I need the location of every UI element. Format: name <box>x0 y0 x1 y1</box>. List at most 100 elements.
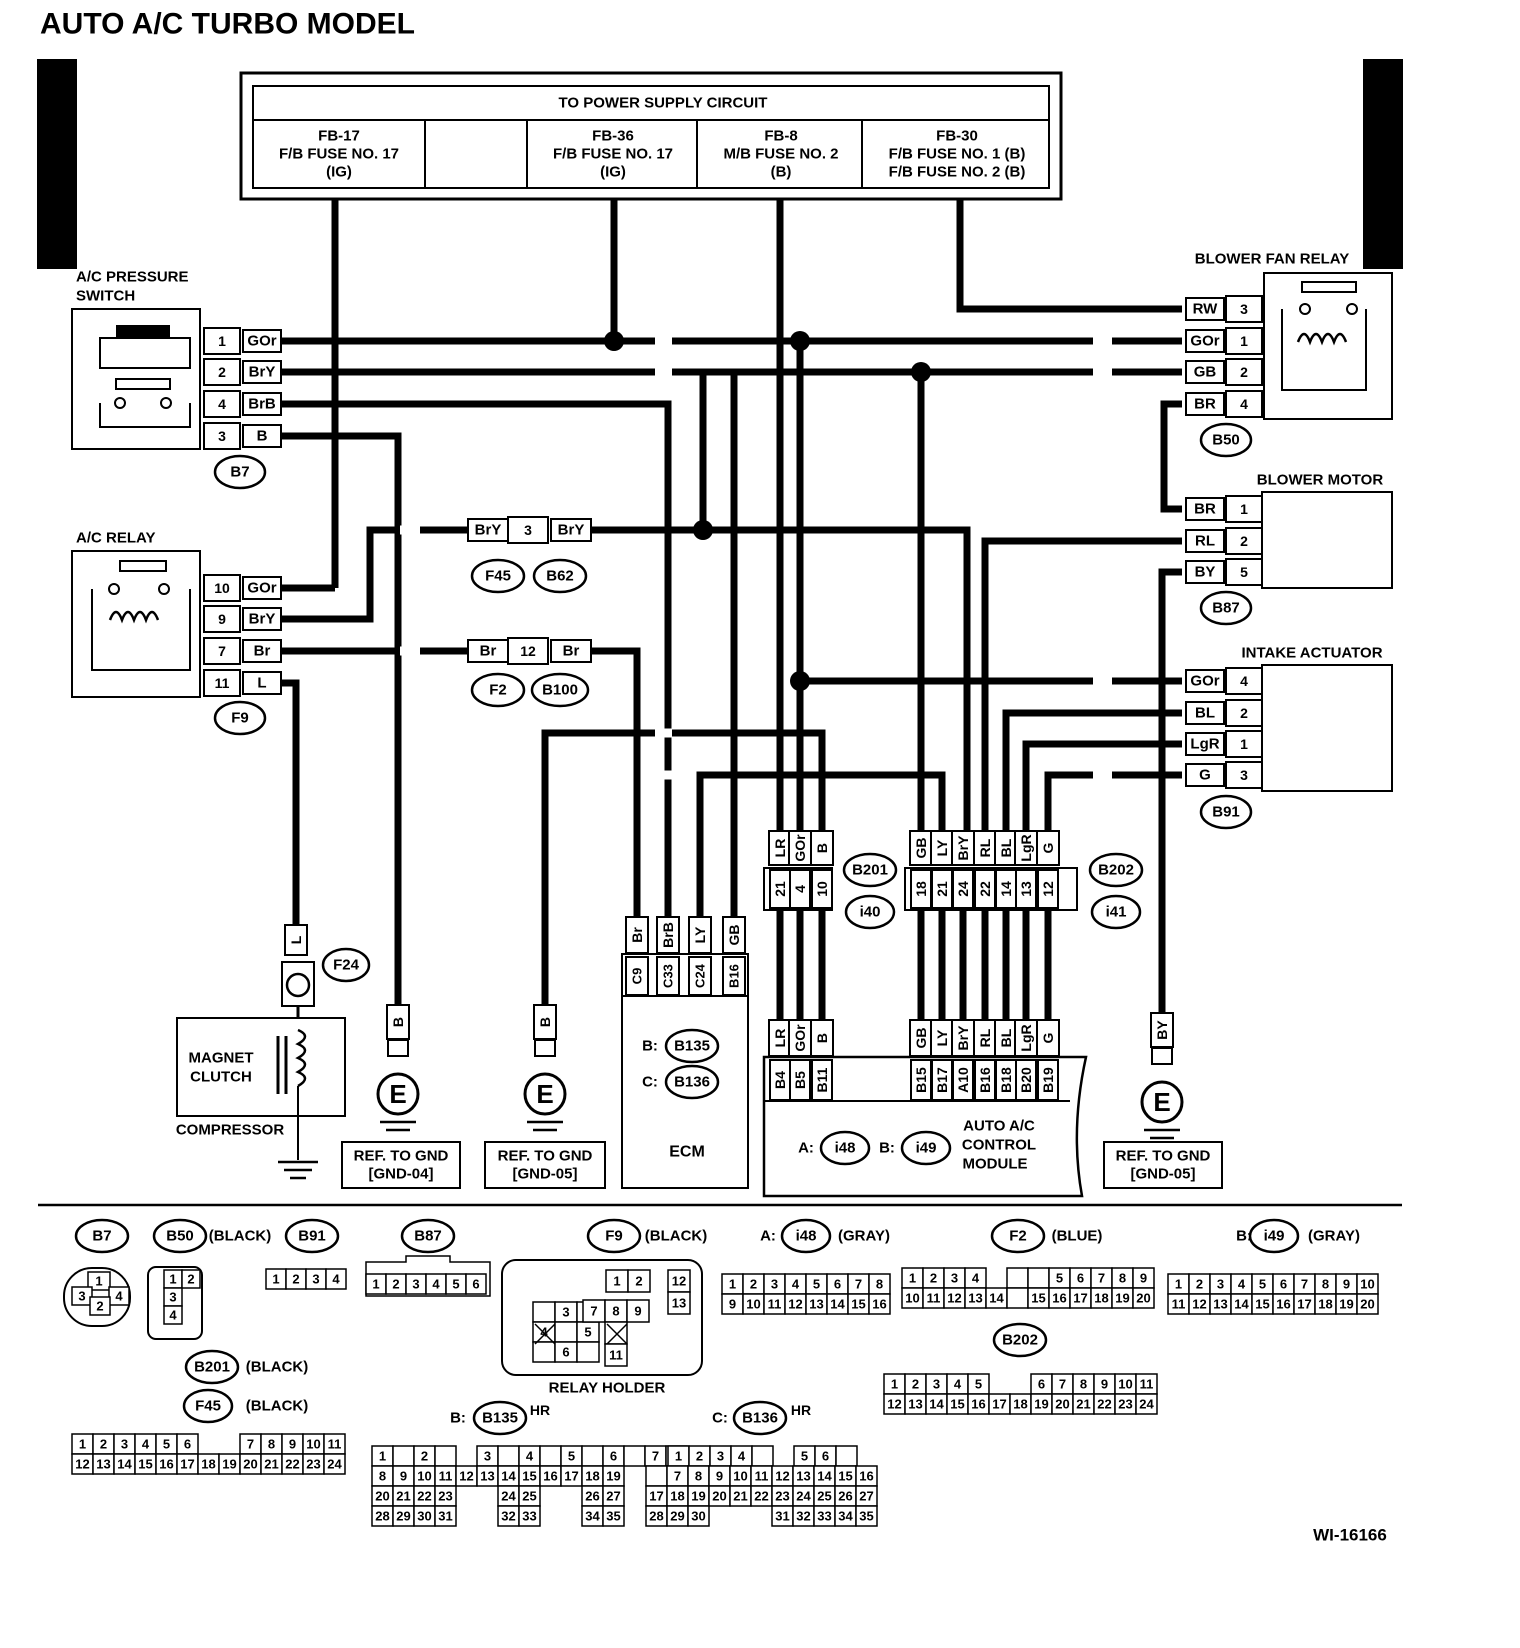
wire-color-text: B <box>814 1033 830 1043</box>
pin-number: 8 <box>876 1277 883 1292</box>
pin-number: 13 <box>672 1296 686 1311</box>
pin-number: 13 <box>968 1291 982 1306</box>
pin-number: 8 <box>1119 1271 1126 1286</box>
pin-number: 16 <box>971 1397 985 1412</box>
pin-number: 22 <box>1097 1397 1111 1412</box>
ground-e-text: E <box>536 1079 553 1109</box>
wire-color-text: GB <box>913 1028 929 1049</box>
pin-number: 21 <box>264 1457 278 1472</box>
pin-cell <box>203 422 241 450</box>
pin-number: 2 <box>292 1272 299 1287</box>
b201-connector-id <box>842 852 898 888</box>
pin-number: 11 <box>1172 1297 1186 1312</box>
f45-connector-id-text: F45 <box>485 568 511 585</box>
relay-terminal <box>108 583 120 595</box>
pin-number: 3 <box>933 1377 940 1392</box>
pin-cell <box>626 1299 650 1323</box>
ground-ref-box <box>1103 1141 1223 1189</box>
pin-number: 4 <box>169 1308 177 1323</box>
relay-terminal <box>1299 303 1311 315</box>
component-label: INTAKE ACTUATOR <box>1241 645 1382 662</box>
pin-number: 30 <box>691 1509 705 1524</box>
pin-number: 14 <box>929 1397 944 1412</box>
pin-number: 3 <box>951 1271 958 1286</box>
relay-coil <box>108 610 160 624</box>
pin-cell <box>1006 1267 1029 1289</box>
wire-color-text: LR <box>772 1029 788 1048</box>
pin-number: 21 <box>396 1489 410 1504</box>
pin-number: 1 <box>891 1377 898 1392</box>
circuit-line <box>99 403 191 428</box>
wire-color-tag <box>550 639 592 663</box>
pin-number: 13 <box>809 1297 823 1312</box>
wire-color-text: L <box>257 675 266 692</box>
pin-cell <box>203 637 241 665</box>
pin-cell <box>497 1445 520 1467</box>
pin-cell <box>1135 1393 1158 1415</box>
fuse-label: (IG) <box>600 164 626 181</box>
fuse-label: FB-8 <box>764 128 797 145</box>
power-supply-inner <box>252 85 1050 189</box>
pin-number: 2 <box>1196 1277 1203 1292</box>
i49-connector-id-text: i49 <box>916 1140 937 1157</box>
b136-connector-id <box>664 1064 720 1100</box>
b202-view-id-text: B202 <box>1002 1332 1038 1349</box>
pin-number: 11 <box>328 1437 342 1452</box>
pin-number: 16 <box>872 1297 886 1312</box>
pin-number: 12 <box>1192 1297 1206 1312</box>
wire-color-text: BL <box>998 1028 1014 1047</box>
b136-view-id <box>732 1400 788 1436</box>
wire-color-text: BR <box>1194 396 1216 413</box>
wire-color-tag <box>1185 560 1225 584</box>
pin-number: 6 <box>1077 1271 1084 1286</box>
b91-connector-id-text: B91 <box>1212 804 1240 821</box>
pin-number: 2 <box>696 1449 703 1464</box>
pin-number: 6 <box>472 1277 479 1292</box>
wire-color-text: GB <box>1194 364 1217 381</box>
connector-face: 4 <box>108 1286 130 1306</box>
b100-connector-id <box>530 672 590 708</box>
pin-number: 9 <box>634 1304 641 1319</box>
pin-number: 9 <box>400 1469 407 1484</box>
wire-color-text: LgR <box>1018 1024 1034 1051</box>
wire-color-text: Br <box>480 643 497 660</box>
pin-number: 7 <box>590 1304 597 1319</box>
ground-e-text: E <box>1153 1087 1170 1117</box>
pin-number: 29 <box>396 1509 410 1524</box>
b7-connector-id <box>213 454 267 490</box>
pin-number: C24 <box>693 963 708 988</box>
pin-number: 23 <box>1118 1397 1132 1412</box>
pin-number: 10 <box>814 881 830 897</box>
pin-cell <box>1225 558 1263 586</box>
pin-number: 1 <box>729 1277 736 1292</box>
pin-number: 2 <box>1240 364 1248 380</box>
pin-number: 16 <box>159 1457 173 1472</box>
component-label: BLOWER FAN RELAY <box>1195 251 1349 268</box>
wire-color-tag <box>1185 392 1225 416</box>
component-label: A/C RELAY <box>76 530 155 547</box>
circuit-line <box>1281 309 1367 391</box>
pin-cell <box>623 1445 646 1467</box>
wire-color-tag <box>1036 830 1060 866</box>
wire-color-text: BL <box>998 838 1014 857</box>
pin-number: 6 <box>184 1437 191 1452</box>
component-label: SWITCH <box>76 288 135 305</box>
ground-e-symbol <box>523 1072 567 1116</box>
pin-number: 13 <box>96 1457 110 1472</box>
fuse-label: FB-36 <box>592 128 634 145</box>
pin-cell <box>1225 699 1263 727</box>
pin-number: 27 <box>859 1489 873 1504</box>
connector-face: 4 <box>163 1305 183 1325</box>
pin-number: 11 <box>439 1469 453 1484</box>
pin-cell <box>203 669 241 697</box>
pin-number: 5 <box>568 1449 575 1464</box>
wire <box>1158 568 1182 1015</box>
component-label: MAGNET <box>189 1050 254 1067</box>
wire-color-text: LY <box>934 1029 950 1046</box>
switch-terminal <box>160 397 172 409</box>
pin-number: 2 <box>912 1377 919 1392</box>
pin-number: 9 <box>1140 1271 1147 1286</box>
